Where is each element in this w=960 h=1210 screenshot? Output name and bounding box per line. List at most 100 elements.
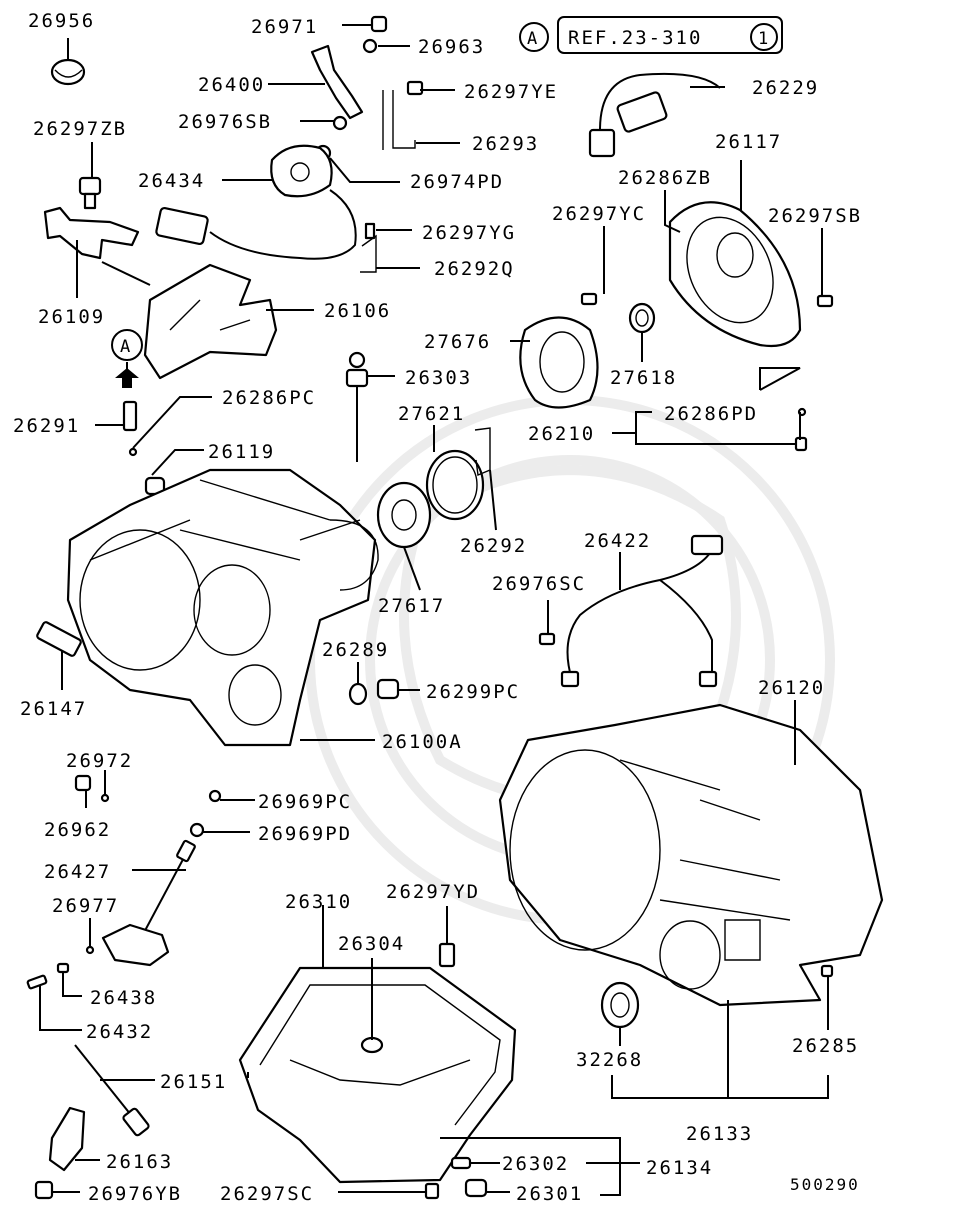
part-number-label: 32268 — [576, 1049, 643, 1071]
sensor-26147-part — [36, 621, 82, 657]
part-number-label: 26293 — [472, 133, 539, 155]
plug-26302-part — [450, 1156, 472, 1170]
part-number-label: 27618 — [610, 367, 677, 389]
part-number-label: 26299PC — [426, 681, 520, 703]
cap-26962-part — [74, 774, 92, 792]
seal-26289-part — [348, 682, 368, 706]
inhibitor-switch-part — [155, 144, 357, 260]
part-number-label: 26292 — [460, 535, 527, 557]
part-number-label: 26974PD — [410, 171, 504, 193]
lever-26163-part — [48, 1106, 86, 1172]
part-number-label: 26297YC — [552, 203, 646, 225]
part-number-label: 26109 — [38, 306, 105, 328]
bracket-26292q-part — [360, 234, 377, 273]
part-number-label: 26163 — [106, 1151, 173, 1173]
part-number-label: 26297SB — [768, 205, 862, 227]
part-number-label: 26976SC — [492, 573, 586, 595]
o-ring-27621-part — [425, 449, 485, 521]
spring-26438-part — [56, 962, 70, 974]
part-number-label: 26301 — [516, 1183, 583, 1205]
part-number-label: 26971 — [251, 16, 318, 38]
part-number-label: 26292Q — [434, 258, 515, 280]
part-number-label: 26286PD — [664, 403, 758, 425]
retainer-27676-part — [519, 316, 599, 409]
bolt-yg-part — [364, 222, 376, 240]
bolt-ye-part — [406, 80, 424, 96]
bolt-yb-part — [34, 1180, 54, 1200]
rod-26151-part — [74, 1044, 150, 1137]
part-number-label: 26133 — [686, 1123, 753, 1145]
part-number-label: 26432 — [86, 1021, 153, 1043]
manual-shaft-26427-part — [101, 839, 196, 967]
part-number-label: 26977 — [52, 895, 119, 917]
part-number-label: 26117 — [715, 131, 782, 153]
reference-text: REF.23-310 — [568, 27, 702, 49]
cover-26117-part — [668, 201, 802, 348]
bolt-yc-part — [580, 292, 598, 306]
reference-circle-number: 1 — [758, 29, 768, 49]
bracket-lever-part — [310, 44, 364, 120]
part-number-label: 26289 — [322, 639, 389, 661]
part-number-label: 27676 — [424, 331, 491, 353]
bolt-zb-part — [78, 176, 102, 210]
leader-lines — [39, 24, 829, 1196]
nut-part — [370, 15, 388, 33]
part-number-label: 26151 — [160, 1071, 227, 1093]
dipstick-part — [345, 351, 369, 462]
part-number-label: 26291 — [13, 415, 80, 437]
part-number-label: 26297ZB — [33, 118, 127, 140]
part-number-label: 26303 — [405, 367, 472, 389]
part-number-label: 26286ZB — [618, 167, 712, 189]
cover-plate-26106-part — [143, 263, 278, 380]
harness-26422-part — [560, 534, 724, 688]
bolt-sb2-part — [816, 294, 834, 308]
bearing-27617-part — [376, 481, 432, 549]
plug-26299pc-part — [376, 678, 400, 700]
part-number-label: 26972 — [66, 750, 133, 772]
reference-marker: A — [527, 29, 537, 49]
drain-plug-26301-part — [464, 1178, 488, 1198]
bracket-26293-part — [382, 90, 416, 150]
part-number-label: 26976SB — [178, 111, 272, 133]
part-number-label: 26962 — [44, 819, 111, 841]
bracket-26109-part — [43, 206, 140, 260]
part-number-label: 26210 — [528, 423, 595, 445]
oil-seal-27618-part — [628, 302, 656, 334]
part-number-label: 26297YG — [422, 222, 516, 244]
bolt-sc2-part — [424, 1182, 440, 1200]
bolt-sb-part — [332, 115, 348, 131]
part-number-label: 26434 — [138, 170, 205, 192]
part-number-label: 26976YB — [88, 1183, 182, 1205]
bolt-26291-part — [122, 400, 138, 432]
converter-housing-26120-part — [498, 703, 884, 1007]
part-number-label: 26106 — [324, 300, 391, 322]
part-number-label: 26969PC — [258, 791, 352, 813]
part-number-label: 26147 — [20, 698, 87, 720]
diagram-number: 500290 — [790, 1175, 860, 1194]
part-number-label: 26310 — [285, 891, 352, 913]
transaxle-case-26100a-part — [66, 468, 379, 747]
callout-labels: 26956 26971 26963 26400 26297YE 26229 26… — [13, 10, 862, 1205]
part-number-label: 26297YD — [386, 881, 480, 903]
part-shapes — [26, 15, 884, 1200]
bolt-sc-part — [538, 632, 556, 646]
seal-26969pc-part — [208, 789, 222, 803]
washer-part — [362, 38, 378, 54]
part-number-label: 26119 — [208, 441, 275, 463]
reference-box: A REF.23-310 1 — [519, 16, 783, 54]
part-number-label: 26120 — [758, 677, 825, 699]
part-number-label: 27621 — [398, 403, 465, 425]
part-number-label: 26422 — [584, 530, 651, 552]
oil-pan-26310-part — [238, 966, 517, 1184]
clamp-part — [50, 58, 86, 86]
magnet-26304-part — [360, 1036, 384, 1054]
part-number-label: 26286PC — [222, 387, 316, 409]
dowel-pc-part — [128, 447, 138, 457]
part-number-label: 26285 — [792, 1035, 859, 1057]
part-number-label: 26304 — [338, 933, 405, 955]
part-number-label: 26438 — [90, 987, 157, 1009]
pin-26432-part — [26, 974, 48, 990]
part-number-label: 26956 — [28, 10, 95, 32]
part-number-label: 26400 — [198, 74, 265, 96]
